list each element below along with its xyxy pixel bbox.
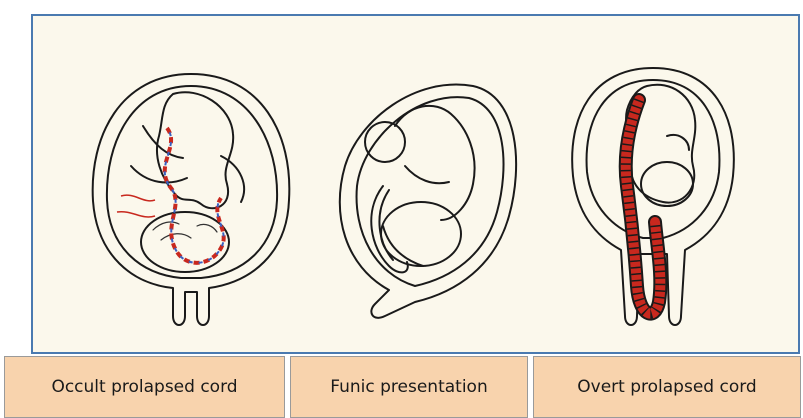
caption-funic-presentation: Funic presentation (290, 356, 528, 418)
occult-prolapsed-cord-illustration (81, 16, 301, 352)
overt-prolapsed-cord-illustration (543, 16, 763, 352)
illustration-panel (31, 14, 800, 354)
caption-row: Occult prolapsed cord Funic presentation… (0, 356, 803, 418)
funic-presentation-illustration (323, 16, 523, 352)
caption-overt-prolapsed-cord: Overt prolapsed cord (533, 356, 801, 418)
caption-occult-prolapsed-cord: Occult prolapsed cord (4, 356, 285, 418)
